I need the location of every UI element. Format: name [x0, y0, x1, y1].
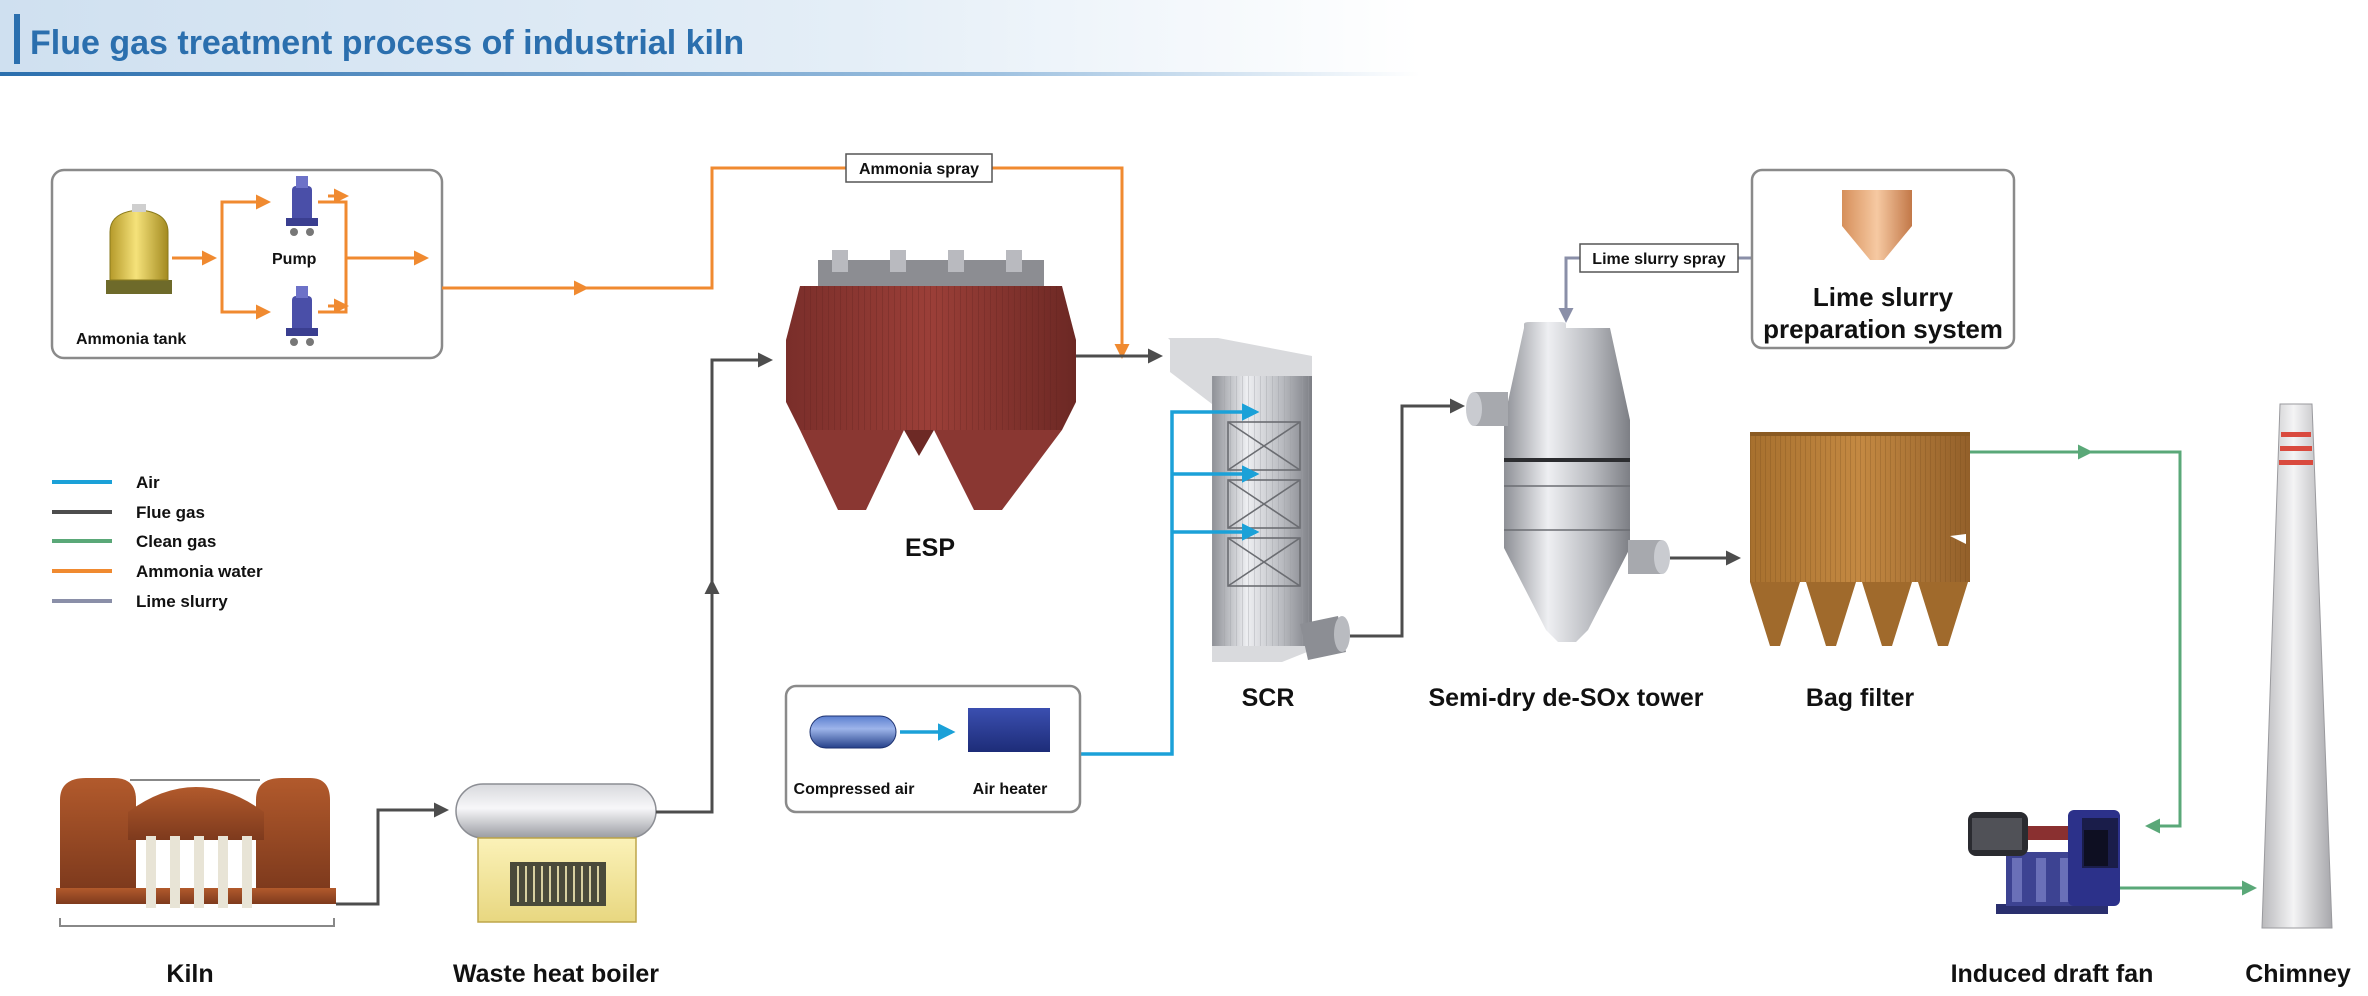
- clean-gas-lines: [1970, 444, 2257, 896]
- legend-label-air: Air: [136, 473, 160, 492]
- lime-prep-label-line2: preparation system: [1763, 314, 2003, 344]
- lime-slurry-spray-label: Lime slurry spray: [1592, 251, 1726, 268]
- bag-filter-label: Bag filter: [1806, 684, 1915, 712]
- air-system-box: Compressed air Air heater: [784, 684, 1082, 814]
- pump-label: Pump: [272, 251, 317, 268]
- legend-item-ammonia-water: Ammonia water: [52, 562, 263, 581]
- pump-bottom-icon: [286, 286, 318, 346]
- ammonia-piping: [172, 194, 429, 320]
- desox-tower-icon: [1466, 322, 1670, 642]
- ammonia-spray-tag: Ammonia spray: [845, 153, 993, 183]
- ammonia-feed-line: [442, 166, 1130, 359]
- lime-prep-box: Lime slurry preparation system: [1750, 168, 2016, 350]
- legend-label-ammonia-water: Ammonia water: [136, 562, 263, 581]
- flue-kiln-to-boiler: [336, 802, 449, 906]
- ammonia-tank-label: Ammonia tank: [76, 331, 186, 348]
- air-lines: [1080, 403, 1260, 756]
- page-title: Flue gas treatment process of industrial…: [30, 24, 744, 62]
- flue-scr-to-desox: [1350, 398, 1465, 638]
- bag-filter-icon: [1750, 432, 1970, 646]
- chimney-label: Chimney: [2245, 960, 2351, 988]
- ammonia-tank-icon: [106, 204, 172, 294]
- legend-item-flue-gas: Flue gas: [52, 503, 205, 522]
- scr-label: SCR: [1242, 684, 1295, 712]
- legend-item-air: Air: [52, 473, 160, 492]
- header-banner: Flue gas treatment process of industrial…: [0, 0, 1420, 76]
- kiln-label: Kiln: [166, 960, 213, 988]
- chimney-icon: [2261, 403, 2333, 929]
- pump-top-icon: [286, 176, 318, 236]
- induced-draft-fan-icon: [1968, 810, 2120, 914]
- compressed-air-tank-icon: [809, 715, 897, 749]
- lime-hopper-icon: [1842, 190, 1912, 260]
- lime-prep-label-line1: Lime slurry: [1813, 282, 1954, 312]
- air-heater-icon: [968, 708, 1050, 752]
- waste-heat-boiler-label: Waste heat boiler: [453, 960, 659, 988]
- kiln-icon: [56, 778, 336, 927]
- lime-spray-tag: Lime slurry spray: [1579, 243, 1739, 273]
- compressed-air-label: Compressed air: [794, 781, 915, 798]
- legend-item-lime-slurry: Lime slurry: [52, 592, 228, 611]
- legend: Air Flue gas Clean gas Ammonia water Lim…: [52, 473, 263, 611]
- induced-draft-fan-label: Induced draft fan: [1951, 960, 2154, 988]
- waste-heat-boiler-icon: [455, 783, 657, 923]
- legend-label-clean-gas: Clean gas: [136, 532, 216, 551]
- scr-icon: [1168, 338, 1350, 662]
- esp-icon: [786, 250, 1076, 510]
- ammonia-system-box: Ammonia tank Pump: [50, 168, 444, 360]
- desox-tower-label: Semi-dry de-SOx tower: [1428, 684, 1703, 712]
- legend-item-clean-gas: Clean gas: [52, 532, 216, 551]
- air-heater-label: Air heater: [973, 781, 1048, 798]
- ammonia-spray-label: Ammonia spray: [859, 161, 979, 178]
- legend-label-flue-gas: Flue gas: [136, 503, 205, 522]
- legend-label-lime-slurry: Lime slurry: [136, 592, 228, 611]
- esp-label: ESP: [905, 534, 955, 562]
